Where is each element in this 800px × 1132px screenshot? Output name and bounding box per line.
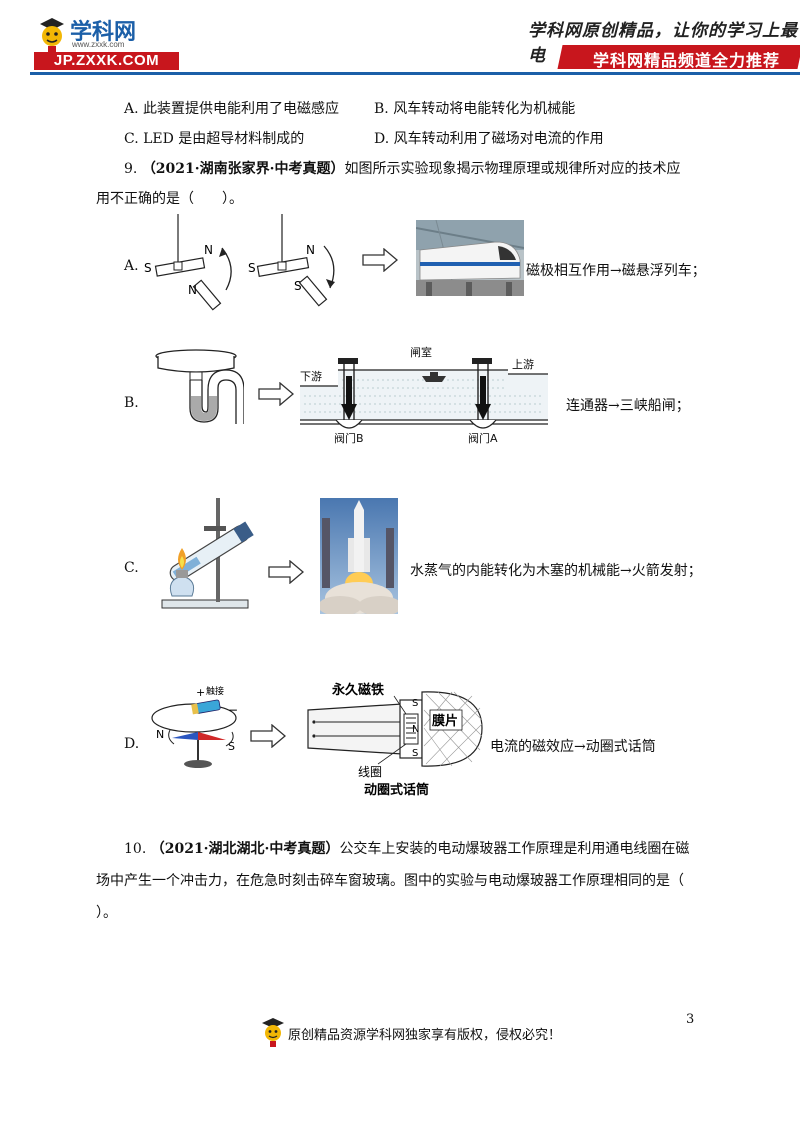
fig-b-downstream: 下游 xyxy=(300,370,322,383)
fig-b-upstream: 上游 xyxy=(512,358,534,371)
q9-line1: 9. （2021·湖南张家界·中考真题）如图所示实验现象揭示物理原理或规律所对应… xyxy=(124,158,681,178)
sink-trap-figure xyxy=(155,349,244,424)
fig-a-n1b: N xyxy=(188,283,197,297)
fig-d-caption: 动圈式话筒 xyxy=(364,782,429,798)
fig-a-s1: S xyxy=(144,261,152,275)
q10-number: 10. xyxy=(124,841,147,857)
moving-coil-microphone-figure: 膜片 永久磁铁 S N S 线圈 动圈式话筒 xyxy=(307,682,483,798)
q10-text-line1: 公交车上安装的电动爆玻器工作原理是利用通电线圈在磁 xyxy=(339,841,690,857)
footer-copyright: 原创精品资源学科网独家享有版权，侵权必究！ xyxy=(288,1028,562,1043)
page-number: 3 xyxy=(686,1012,695,1027)
header-slogan: 学科网原创精品，让你的学习上最电 xyxy=(528,21,798,66)
q9-option-d-label: D. xyxy=(124,736,140,752)
q9-option-c-label: C. xyxy=(124,560,139,576)
fig-d-magnet: 永久磁铁 xyxy=(331,682,384,698)
q9-stem-line1: 如图所示实验现象揭示物理原理或规律所对应的技术应 xyxy=(344,161,681,177)
arrow-right-icon xyxy=(268,560,304,584)
arrow-right-icon xyxy=(258,382,294,406)
fig-d-minus: − xyxy=(228,703,238,717)
brand-name: 学科网 xyxy=(70,19,137,44)
mascot-logo-icon xyxy=(40,18,64,52)
fig-d-membrane: 膜片 xyxy=(432,713,458,729)
q9-option-b-label: B. xyxy=(124,395,139,411)
test-tube-heating-figure xyxy=(161,498,254,609)
arrow-right-icon xyxy=(362,248,398,272)
q10-text-line3: ）。 xyxy=(96,905,117,921)
brand-domain[interactable]: JP.ZXXK.COM xyxy=(34,52,179,70)
q10-line1: 10. （2021·湖北湖北·中考真题）公交车上安装的电动爆玻器工作原理是利用通… xyxy=(124,838,689,858)
q9-option-c-text: 水蒸气的内能转化为木塞的机械能→火箭发射； xyxy=(410,563,702,579)
fig-a-n1: N xyxy=(204,243,213,257)
q8-option-c: C. LED 是由超导材料制成的 xyxy=(124,131,305,147)
q8-option-d: D. 风车转动利用了磁场对电流的作用 xyxy=(374,131,604,147)
brand-url-small: www.zxxk.com xyxy=(72,40,125,49)
fig-b-gate-b: 阀门B xyxy=(334,431,364,444)
fig-d-contact: 触接 xyxy=(206,685,224,697)
fig-d-s-top: S xyxy=(412,698,418,709)
fig-d-coil: 线圈 xyxy=(358,765,382,779)
q10-text-line2: 场中产生一个冲击力，在危急时刻击碎车窗玻璃。图中的实验与电动爆玻器工作原理相同的… xyxy=(96,873,684,889)
fig-b-gate-a: 阀门A xyxy=(468,431,498,444)
q9-option-d-text: 电流的磁效应→动圈式话筒 xyxy=(490,739,656,755)
rocket-launch-image xyxy=(320,498,398,614)
fig-d-s: S xyxy=(228,740,235,753)
q8-option-b: B. 风车转动将电能转化为机械能 xyxy=(374,101,576,117)
mascot-footer-icon xyxy=(262,1018,284,1047)
ship-lock-figure: 闸室 下游 上游 阀门B 阀门A xyxy=(300,345,548,444)
q9-stem-line2: 用不正确的是（ ）。 xyxy=(96,191,243,207)
fig-a-s2b: S xyxy=(294,279,302,293)
fig-d-plus: + xyxy=(196,686,205,699)
fig-d-n-mid: N xyxy=(412,724,419,735)
maglev-train-image xyxy=(416,220,524,296)
q9-option-a-text: 磁极相互作用→磁悬浮列车； xyxy=(526,263,706,279)
fig-d-s-bot: S xyxy=(412,748,418,759)
fig-a-n2: N xyxy=(306,243,315,257)
oersted-experiment-figure: + − 触接 N S xyxy=(151,685,238,768)
q8-option-a: A. 此装置提供电能利用了电磁感应 xyxy=(124,101,340,117)
header-divider xyxy=(30,72,800,75)
fig-d-n: N xyxy=(156,728,164,741)
q10-source: （2021·湖北湖北·中考真题） xyxy=(150,841,340,857)
q9-source: （2021·湖南张家界·中考真题） xyxy=(141,161,345,177)
arrow-right-icon xyxy=(250,724,286,748)
header-banner: 学科网精品频道全力推荐 xyxy=(593,53,781,70)
fig-a-s2: S xyxy=(248,261,256,275)
q9-option-a-label: A. xyxy=(124,258,139,274)
fig-b-chamber: 闸室 xyxy=(410,345,432,359)
magnet-interaction-figure: S N N S N S xyxy=(144,214,335,311)
q9-option-b-text: 连通器→三峡船闸； xyxy=(566,398,690,414)
q9-number: 9. xyxy=(124,161,138,177)
page-header: 学科网 www.zxxk.com JP.ZXXK.COM 学科网原创精品，让你的… xyxy=(0,0,800,78)
